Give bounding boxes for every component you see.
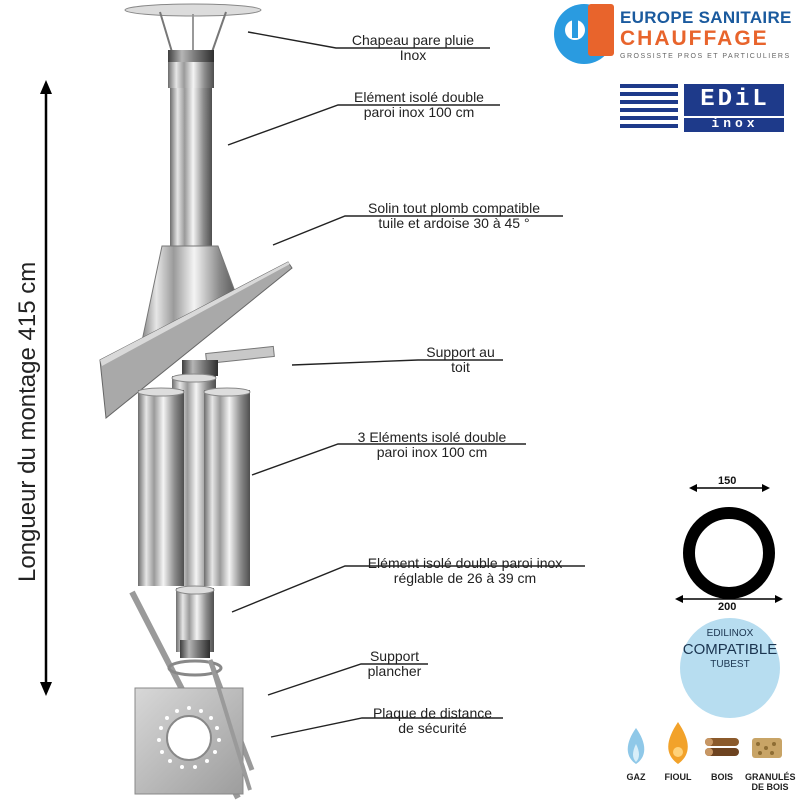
oil-drop-icon: [668, 722, 688, 764]
callout-line: Chapeau pare pluie: [351, 32, 475, 48]
brand-name-line1: EUROPE SANITAIRE: [620, 8, 792, 27]
callout-support-toit: Support au toit: [418, 345, 503, 375]
callout-elements-3: 3 Eléments isolé double paroi inox 100 c…: [338, 430, 526, 460]
compat-badge-line3: TUBEST: [710, 659, 750, 670]
fuel-label-gaz: GAZ: [626, 772, 646, 782]
outer-diameter-label: 200: [718, 601, 737, 613]
edil-logo: [620, 84, 784, 132]
callout-element-reglable: Elément isolé double paroi inox réglable…: [345, 556, 585, 586]
callout-line: paroi inox 100 cm: [376, 444, 488, 460]
height-label: Longueur du montage 415 cm: [14, 261, 41, 582]
fuel-label-fioul: FIOUL: [664, 772, 692, 782]
callout-line: de sécurité: [398, 720, 467, 736]
callout-line: Inox: [399, 47, 427, 63]
callout-plaque: Plaque de distance de sécurité: [362, 706, 503, 736]
callout-line: Plaque de distance: [372, 705, 493, 721]
compat-badge-line1: EDILINOX: [706, 628, 754, 639]
callout-line: Solin tout plomb compatible: [368, 200, 540, 216]
top-element: [168, 62, 214, 248]
inner-diameter-label: 150: [718, 475, 737, 487]
callout-line: plancher: [367, 663, 422, 679]
callout-line: toit: [451, 359, 470, 375]
edil-logo-bottom-text: inox: [711, 116, 759, 131]
brand-name-line2: CHAUFFAGE: [620, 27, 769, 50]
callout-line: Elément isolé double: [354, 89, 484, 105]
three-elements: [137, 373, 251, 586]
callout-chapeau: Chapeau pare pluie Inox: [336, 33, 490, 63]
section-diagram: [675, 484, 783, 603]
fuel-label-bois: BOIS: [710, 772, 733, 782]
callout-line: tuile et ardoise 30 à 45 °: [378, 215, 530, 231]
brand-tagline: GROSSISTE PROS ET PARTICULIERS: [620, 53, 791, 60]
compat-badge: [680, 618, 780, 718]
gas-flame-icon: [627, 728, 645, 764]
adjustable-element: [175, 585, 215, 658]
callout-solin: Solin tout plomb compatible tuile et ard…: [345, 201, 563, 231]
callout-line: réglable de 26 à 39 cm: [393, 570, 537, 586]
callout-line: Elément isolé double paroi inox: [367, 555, 563, 571]
callout-line: paroi inox 100 cm: [363, 104, 475, 120]
height-arrow: [40, 80, 52, 696]
safety-plate: [134, 659, 252, 795]
callout-line: 3 Eléments isolé double: [357, 429, 507, 445]
roof-support: [182, 345, 275, 376]
wood-logs-icon: [705, 738, 739, 756]
compat-badge-line2: COMPATIBLE: [682, 641, 778, 658]
edil-logo-top-text: EDiL: [700, 86, 770, 113]
leader-lines: [227, 31, 585, 738]
callout-support-plancher: Support plancher: [361, 649, 428, 679]
europe-sanitaire-logo-mark: [554, 4, 614, 64]
fuel-label-granules: GRANULÉS DE BOIS: [745, 772, 796, 792]
callout-line: Support: [369, 648, 420, 664]
rain-cap: [124, 3, 262, 64]
wood-pellets-icon: [752, 738, 782, 758]
roof-flashing: [99, 245, 293, 419]
callout-element-top: Elément isolé double paroi inox 100 cm: [338, 90, 500, 120]
callout-line: Support au: [426, 344, 495, 360]
